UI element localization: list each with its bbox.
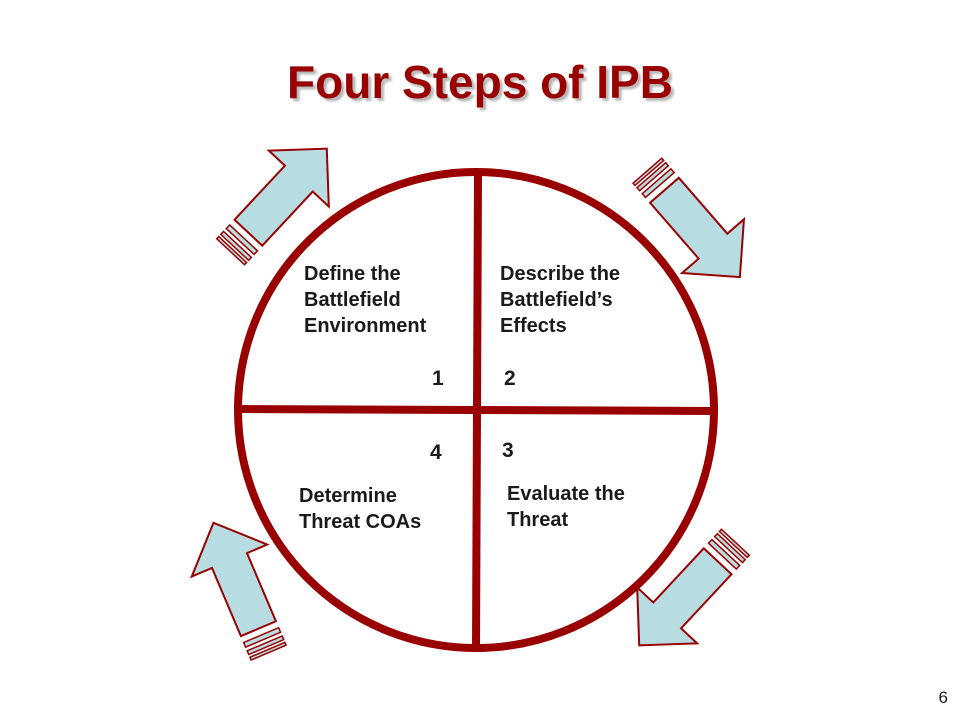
step-1-number: 1 bbox=[432, 367, 444, 390]
step-3-label: Evaluate the Threat bbox=[507, 483, 625, 531]
step-2-number: 2 bbox=[504, 367, 516, 390]
arrow-bottom-left-icon bbox=[174, 505, 308, 670]
step-4-number: 4 bbox=[430, 441, 442, 464]
horizontal-divider bbox=[237, 405, 715, 415]
arrow-top-left-icon bbox=[199, 119, 358, 281]
slide-title: Four Steps of IPB bbox=[287, 56, 673, 108]
step-3-number: 3 bbox=[502, 439, 514, 462]
step-1-label: Define the Battlefield Environment bbox=[304, 263, 427, 337]
arrow-top-right-icon bbox=[615, 142, 772, 305]
step-2-label: Describe the Battlefield’s Effects bbox=[500, 263, 621, 337]
step-4-label: Determine Threat COAs bbox=[299, 485, 422, 533]
page-number: 6 bbox=[938, 688, 948, 707]
